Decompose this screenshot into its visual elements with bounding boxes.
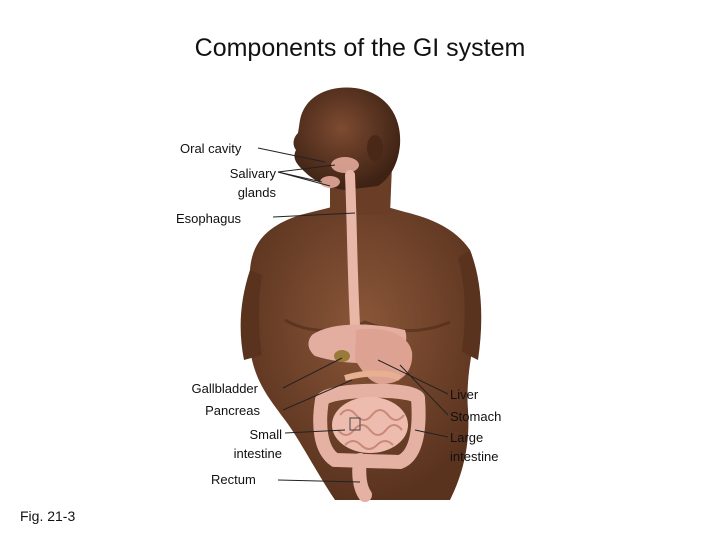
salivary-gland-shape	[331, 157, 359, 173]
head	[293, 87, 401, 190]
leader-stomach	[399, 364, 449, 416]
page-title: Components of the GI system	[194, 34, 526, 62]
label-gallbladder: Gallbladder	[191, 381, 259, 396]
leader-oral-cavity	[257, 147, 326, 163]
leader-gallbladder	[282, 357, 343, 389]
leader-lines	[257, 147, 449, 483]
label-small-intestine-1: Small	[249, 427, 282, 442]
leader-salivary-1	[277, 164, 336, 173]
leader-rectum	[277, 479, 361, 483]
pancreas-shape	[344, 370, 402, 381]
figure-caption: Fig. 21-3	[20, 508, 76, 524]
left-arm	[240, 270, 262, 360]
label-small-intestine-2: intestine	[233, 446, 282, 461]
label-stomach: Stomach	[450, 409, 502, 424]
label-large-intestine-1: Large	[450, 430, 484, 445]
label-salivary-glands-1: Salivary	[229, 166, 276, 181]
leader-small-intestine	[284, 429, 346, 434]
small-intestine-marker	[349, 417, 361, 431]
label-liver: Liver	[450, 387, 479, 402]
stomach-shape	[355, 328, 413, 385]
label-rectum: Rectum	[211, 472, 256, 487]
leader-salivary-3	[277, 171, 331, 187]
label-oral-cavity: Oral cavity	[180, 141, 242, 156]
leader-esophagus	[272, 212, 356, 218]
label-esophagus: Esophagus	[176, 211, 242, 226]
label-large-intestine-2: intestine	[450, 449, 499, 464]
salivary-gland-shape	[320, 176, 340, 188]
leader-liver	[377, 359, 449, 395]
label-salivary-glands-2: glands	[237, 185, 276, 200]
large-intestine-shape	[313, 383, 426, 470]
leader-large-intestine	[414, 429, 449, 438]
rectum-shape	[352, 453, 372, 502]
ear	[367, 135, 383, 161]
label-pancreas: Pancreas	[205, 403, 260, 418]
leader-pancreas	[282, 379, 353, 411]
small-intestine-coils	[337, 409, 405, 450]
gallbladder-shape	[334, 350, 350, 362]
esophagus-shape	[345, 170, 360, 330]
chest-shadow	[284, 318, 451, 333]
right-arm	[458, 250, 482, 360]
